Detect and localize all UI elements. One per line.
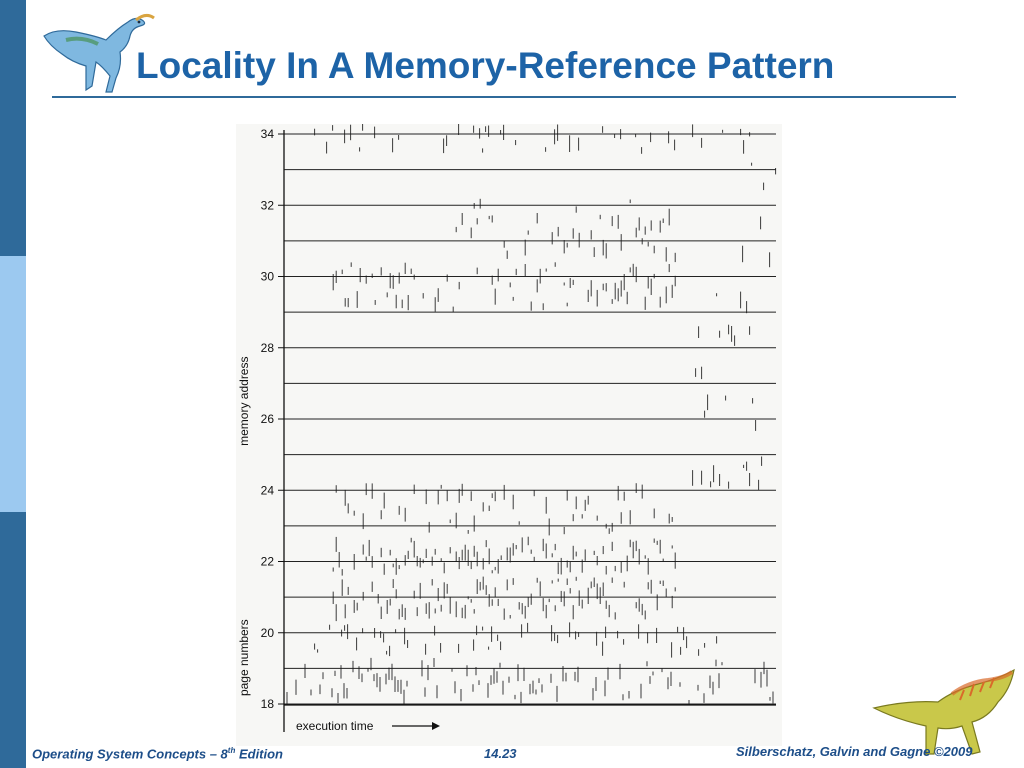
dinosaur-corner-icon bbox=[872, 668, 1015, 755]
y-axis-label-page-numbers: page numbers bbox=[237, 619, 251, 696]
slide-title: Locality In A Memory-Reference Pattern bbox=[136, 45, 835, 86]
y-tick-label-30: 30 bbox=[261, 270, 275, 284]
y-tick-label-22: 22 bbox=[261, 555, 275, 569]
y-tick-label-20: 20 bbox=[261, 626, 275, 640]
chart-paper bbox=[236, 124, 782, 746]
footer-page-number: 14.23 bbox=[484, 746, 517, 761]
x-axis-arrow-icon bbox=[432, 722, 440, 730]
left-accent-bar bbox=[0, 0, 26, 768]
y-tick-label-32: 32 bbox=[261, 198, 275, 212]
dinosaur-logo-icon bbox=[43, 13, 155, 93]
footer-book-prefix: Operating System Concepts – 8 bbox=[32, 746, 228, 762]
memory-reference-chart: 18 20 22 24 26 28 30 32 34 memory address page num… bbox=[236, 124, 782, 746]
left-bar-top bbox=[0, 0, 26, 256]
footer-book-sup: th bbox=[227, 746, 236, 755]
footer-book-suffix: Edition bbox=[235, 746, 284, 762]
left-bar-bottom bbox=[0, 512, 26, 768]
y-tick-label-24: 24 bbox=[261, 483, 275, 497]
left-bar-middle bbox=[0, 256, 26, 512]
y-tick-label-28: 28 bbox=[261, 341, 275, 355]
y-tick-label-26: 26 bbox=[261, 412, 275, 426]
footer-book-title: Operating System Concepts – 8th Edition bbox=[32, 746, 283, 761]
y-axis-label-memory-address: memory address bbox=[237, 357, 251, 446]
title-rule bbox=[52, 96, 956, 98]
x-axis-label: execution time bbox=[296, 719, 374, 733]
chart-canvas: 18 20 22 24 26 28 30 32 34 memory address page num… bbox=[236, 124, 782, 746]
reference-marks bbox=[286, 124, 777, 704]
y-tick-label-18: 18 bbox=[261, 697, 275, 711]
footer-authors: Silberschatz, Galvin and Gagne ©2009 bbox=[736, 744, 973, 759]
y-tick-label-34: 34 bbox=[261, 127, 275, 141]
